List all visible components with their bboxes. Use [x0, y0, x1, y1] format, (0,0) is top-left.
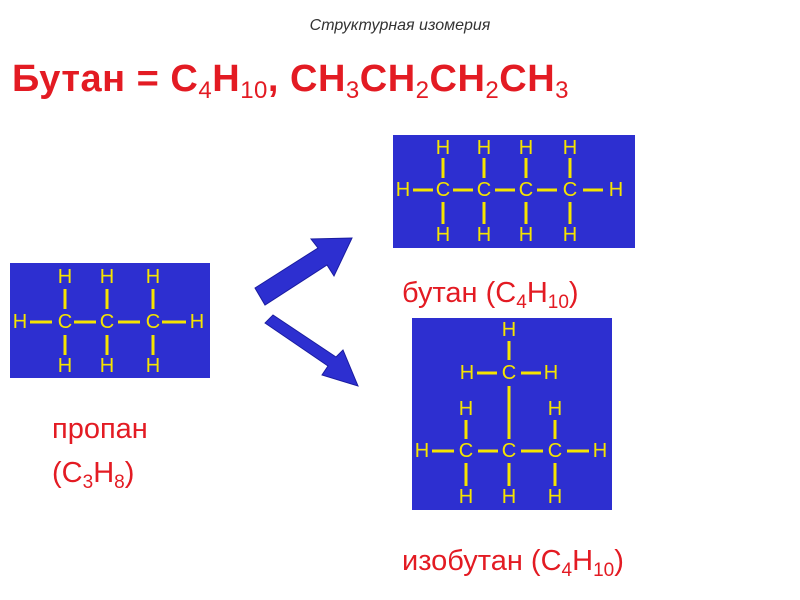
atom-h: H [146, 355, 160, 377]
atom-c: C [563, 179, 577, 201]
atom-c: C [548, 440, 562, 462]
atom-c: C [459, 440, 473, 462]
propane-structure: H C C C H H H H H H H [10, 263, 210, 378]
atom-h: H [13, 311, 27, 333]
atom-h: H [544, 362, 558, 384]
bonds [30, 289, 186, 355]
atom-h: H [58, 266, 72, 288]
butane-label: бутан (C4H10) [402, 277, 579, 313]
butane-structure: H C C C C H H H H H H H H H [393, 135, 635, 248]
atom-h: H [396, 179, 410, 201]
bonds [413, 158, 603, 224]
atom-h: H [563, 224, 577, 246]
atom-h: H [519, 137, 533, 159]
atom-h: H [459, 398, 473, 420]
atom-h: H [502, 486, 516, 508]
atom-h: H [609, 179, 623, 201]
isobutane-molecule: H H C H H H H C C C H H H H [415, 319, 607, 508]
atom-h: H [436, 224, 450, 246]
atom-h: H [415, 440, 429, 462]
atom-h: H [563, 137, 577, 159]
propane-molecule: H C C C H H H H H H H [13, 266, 204, 377]
atom-h: H [519, 224, 533, 246]
atom-h: H [477, 137, 491, 159]
atom-h: H [459, 486, 473, 508]
atom-c: C [477, 179, 491, 201]
isobutane-structure: H H C H H H H C C C H H H H [412, 318, 612, 510]
atom-h: H [593, 440, 607, 462]
atom-c: C [502, 440, 516, 462]
butane-molecule: H C C C C H H H H H H H H H [396, 137, 623, 246]
atom-h: H [190, 311, 204, 333]
arrow-down-right-icon [264, 314, 359, 387]
main-formula: Бутан = C4H10, CH3CH2CH2CH3 [12, 58, 570, 104]
atom-c: C [502, 362, 516, 384]
arrow-up-right-icon [254, 237, 353, 306]
atom-h: H [502, 319, 516, 341]
atom-h: H [548, 486, 562, 508]
isobutane-label: изобутан (C4H10) [402, 545, 624, 581]
bonds [432, 341, 589, 486]
atom-h: H [100, 266, 114, 288]
atom-h: H [100, 355, 114, 377]
atom-c: C [519, 179, 533, 201]
atom-h: H [146, 266, 160, 288]
atom-c: C [436, 179, 450, 201]
propane-formula-label: (C3H8) [52, 457, 135, 493]
atom-h: H [436, 137, 450, 159]
atom-h: H [460, 362, 474, 384]
atom-c: C [100, 311, 114, 333]
slide-title: Структурная изомерия [309, 17, 491, 34]
atom-h: H [58, 355, 72, 377]
atom-c: C [58, 311, 72, 333]
atom-h: H [477, 224, 491, 246]
propane-label: пропан [52, 413, 148, 445]
atom-h: H [548, 398, 562, 420]
atom-c: C [146, 311, 160, 333]
